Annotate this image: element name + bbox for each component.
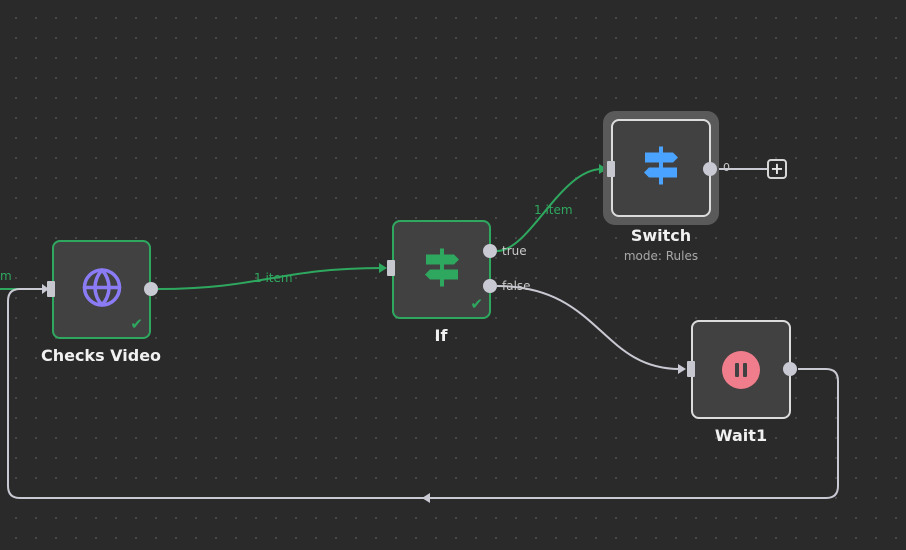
connection-arrow [42,284,49,294]
output-handle-wait1[interactable] [783,362,797,376]
node-label-if: If [434,326,448,345]
port-label-true: true [502,244,527,258]
node-switch[interactable] [611,119,711,217]
success-check-icon: ✔ [470,295,483,313]
node-wait1[interactable] [691,320,791,419]
globe-icon [81,266,123,313]
input-handle-if[interactable] [387,260,395,276]
input-handle-checks-video[interactable] [47,281,55,297]
port-label-false: false [502,279,531,293]
node-checks-video[interactable]: ✔ [52,240,151,339]
node-label-wait1: Wait1 [714,426,768,445]
pause-icon [722,350,760,389]
edge-label-if-to-switch: 1 item [534,203,573,217]
edge-label-checks-to-if: 1 item [254,271,293,285]
node-subtitle-switch: mode: Rules [623,249,699,263]
output-handle-if-true[interactable] [483,244,497,258]
connection-if-true-to-switch[interactable] [496,168,603,252]
connection-arrow [678,364,686,374]
signpost-icon [422,246,462,293]
node-label-checks-video: Checks Video [40,346,162,365]
connection-checks-video-to-if[interactable] [157,267,383,290]
edge-label-incoming: m [0,269,12,283]
input-handle-wait1[interactable] [687,361,695,377]
node-if[interactable]: ✔ [392,220,491,319]
connection-arrow [422,493,430,503]
output-handle-switch-0[interactable] [703,162,717,176]
connection-arrow [379,263,387,273]
signpost-icon [641,145,681,192]
output-handle-checks-video[interactable] [144,282,158,296]
connection-if-false-to-wait[interactable] [496,285,681,370]
node-label-switch: Switch [630,226,692,245]
port-label-0: 0 [723,161,730,174]
output-handle-if-false[interactable] [483,279,497,293]
success-check-icon: ✔ [130,315,143,333]
input-handle-switch[interactable] [607,161,615,177]
add-node-button[interactable]: + [767,159,787,179]
